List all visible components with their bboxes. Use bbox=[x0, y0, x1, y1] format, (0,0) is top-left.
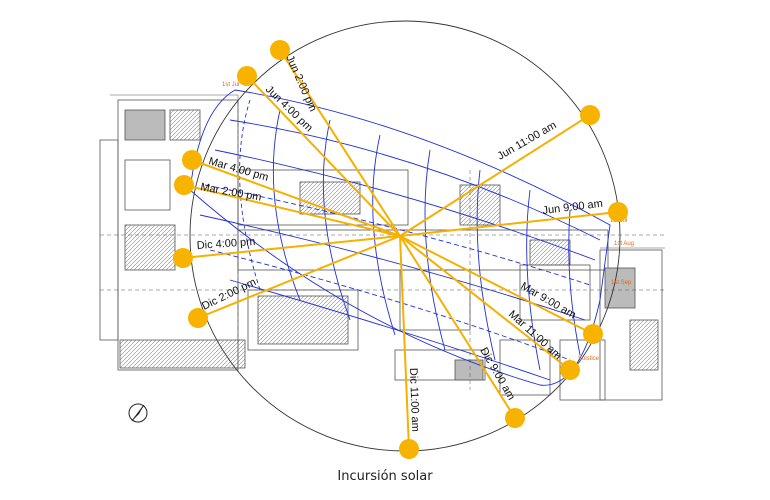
sun-path-arc bbox=[229, 119, 601, 241]
sun-position-label: Mar 2:00 pm bbox=[199, 181, 262, 204]
sun-path-arc bbox=[214, 149, 596, 261]
plan-room bbox=[529, 239, 571, 266]
sun-ray bbox=[197, 235, 401, 319]
sun-ray bbox=[399, 114, 591, 237]
sun-path-arc bbox=[204, 184, 591, 286]
sun-markers bbox=[173, 40, 628, 459]
figure-caption: Incursión solar bbox=[337, 469, 433, 484]
sun-marker bbox=[580, 105, 600, 125]
plan-room bbox=[169, 109, 201, 141]
sun-ray bbox=[279, 49, 401, 237]
month-label: 1st Sep bbox=[611, 280, 632, 286]
sun-position-label: Dic 4:00 pm bbox=[196, 236, 255, 252]
plan-room bbox=[394, 349, 486, 381]
sun-ray bbox=[399, 211, 619, 237]
sun-marker bbox=[237, 66, 257, 86]
sun-marker bbox=[173, 248, 193, 268]
sun-marker bbox=[583, 324, 603, 344]
plan-seating bbox=[299, 181, 361, 215]
plan-room bbox=[454, 359, 484, 381]
sun-position-label: Dic 2:00 pm bbox=[200, 276, 258, 313]
sun-marker bbox=[505, 408, 525, 428]
floor-plan bbox=[99, 94, 665, 401]
sun-ray bbox=[191, 159, 401, 237]
sun-ray bbox=[399, 235, 571, 371]
sun-path-arc bbox=[209, 249, 571, 361]
plan-room bbox=[119, 339, 246, 369]
hour-line bbox=[526, 189, 541, 371]
sun-marker bbox=[560, 360, 580, 380]
hour-line bbox=[322, 119, 351, 321]
sun-ray bbox=[399, 235, 516, 419]
sun-position-label: Dic 11:00 am bbox=[407, 368, 421, 432]
plan-left-edge bbox=[99, 139, 119, 341]
plan-room bbox=[124, 159, 171, 211]
sun-marker bbox=[188, 308, 208, 328]
plan-room bbox=[124, 109, 166, 141]
sun-marker bbox=[182, 150, 202, 170]
sun-ray bbox=[399, 235, 594, 335]
sun-ray bbox=[246, 75, 401, 237]
sun-ray bbox=[183, 184, 401, 237]
plan-room bbox=[499, 339, 551, 396]
plan-auditorium bbox=[124, 224, 176, 271]
month-label: 1st Aug bbox=[614, 241, 634, 247]
hour-line bbox=[476, 169, 496, 361]
sun-marker bbox=[608, 202, 628, 222]
hour-line bbox=[568, 209, 581, 356]
sun-marker bbox=[174, 175, 194, 195]
plan-room bbox=[629, 319, 659, 371]
plan-right-wing bbox=[599, 249, 663, 401]
hour-line bbox=[272, 109, 301, 301]
sun-marker bbox=[399, 439, 419, 459]
sun-ray bbox=[399, 235, 410, 450]
sun-ray bbox=[182, 235, 401, 259]
sun-position-label: Mar 11:00 am bbox=[506, 308, 564, 362]
sun-rays bbox=[182, 49, 619, 450]
hour-line bbox=[424, 149, 446, 351]
month-label: Solstice bbox=[578, 356, 600, 362]
plan-seating bbox=[257, 295, 349, 345]
month-label: 1st Jul bbox=[222, 82, 239, 88]
north-arrow-icon bbox=[128, 403, 148, 423]
plan-room bbox=[459, 184, 501, 226]
sun-marker bbox=[270, 40, 290, 60]
